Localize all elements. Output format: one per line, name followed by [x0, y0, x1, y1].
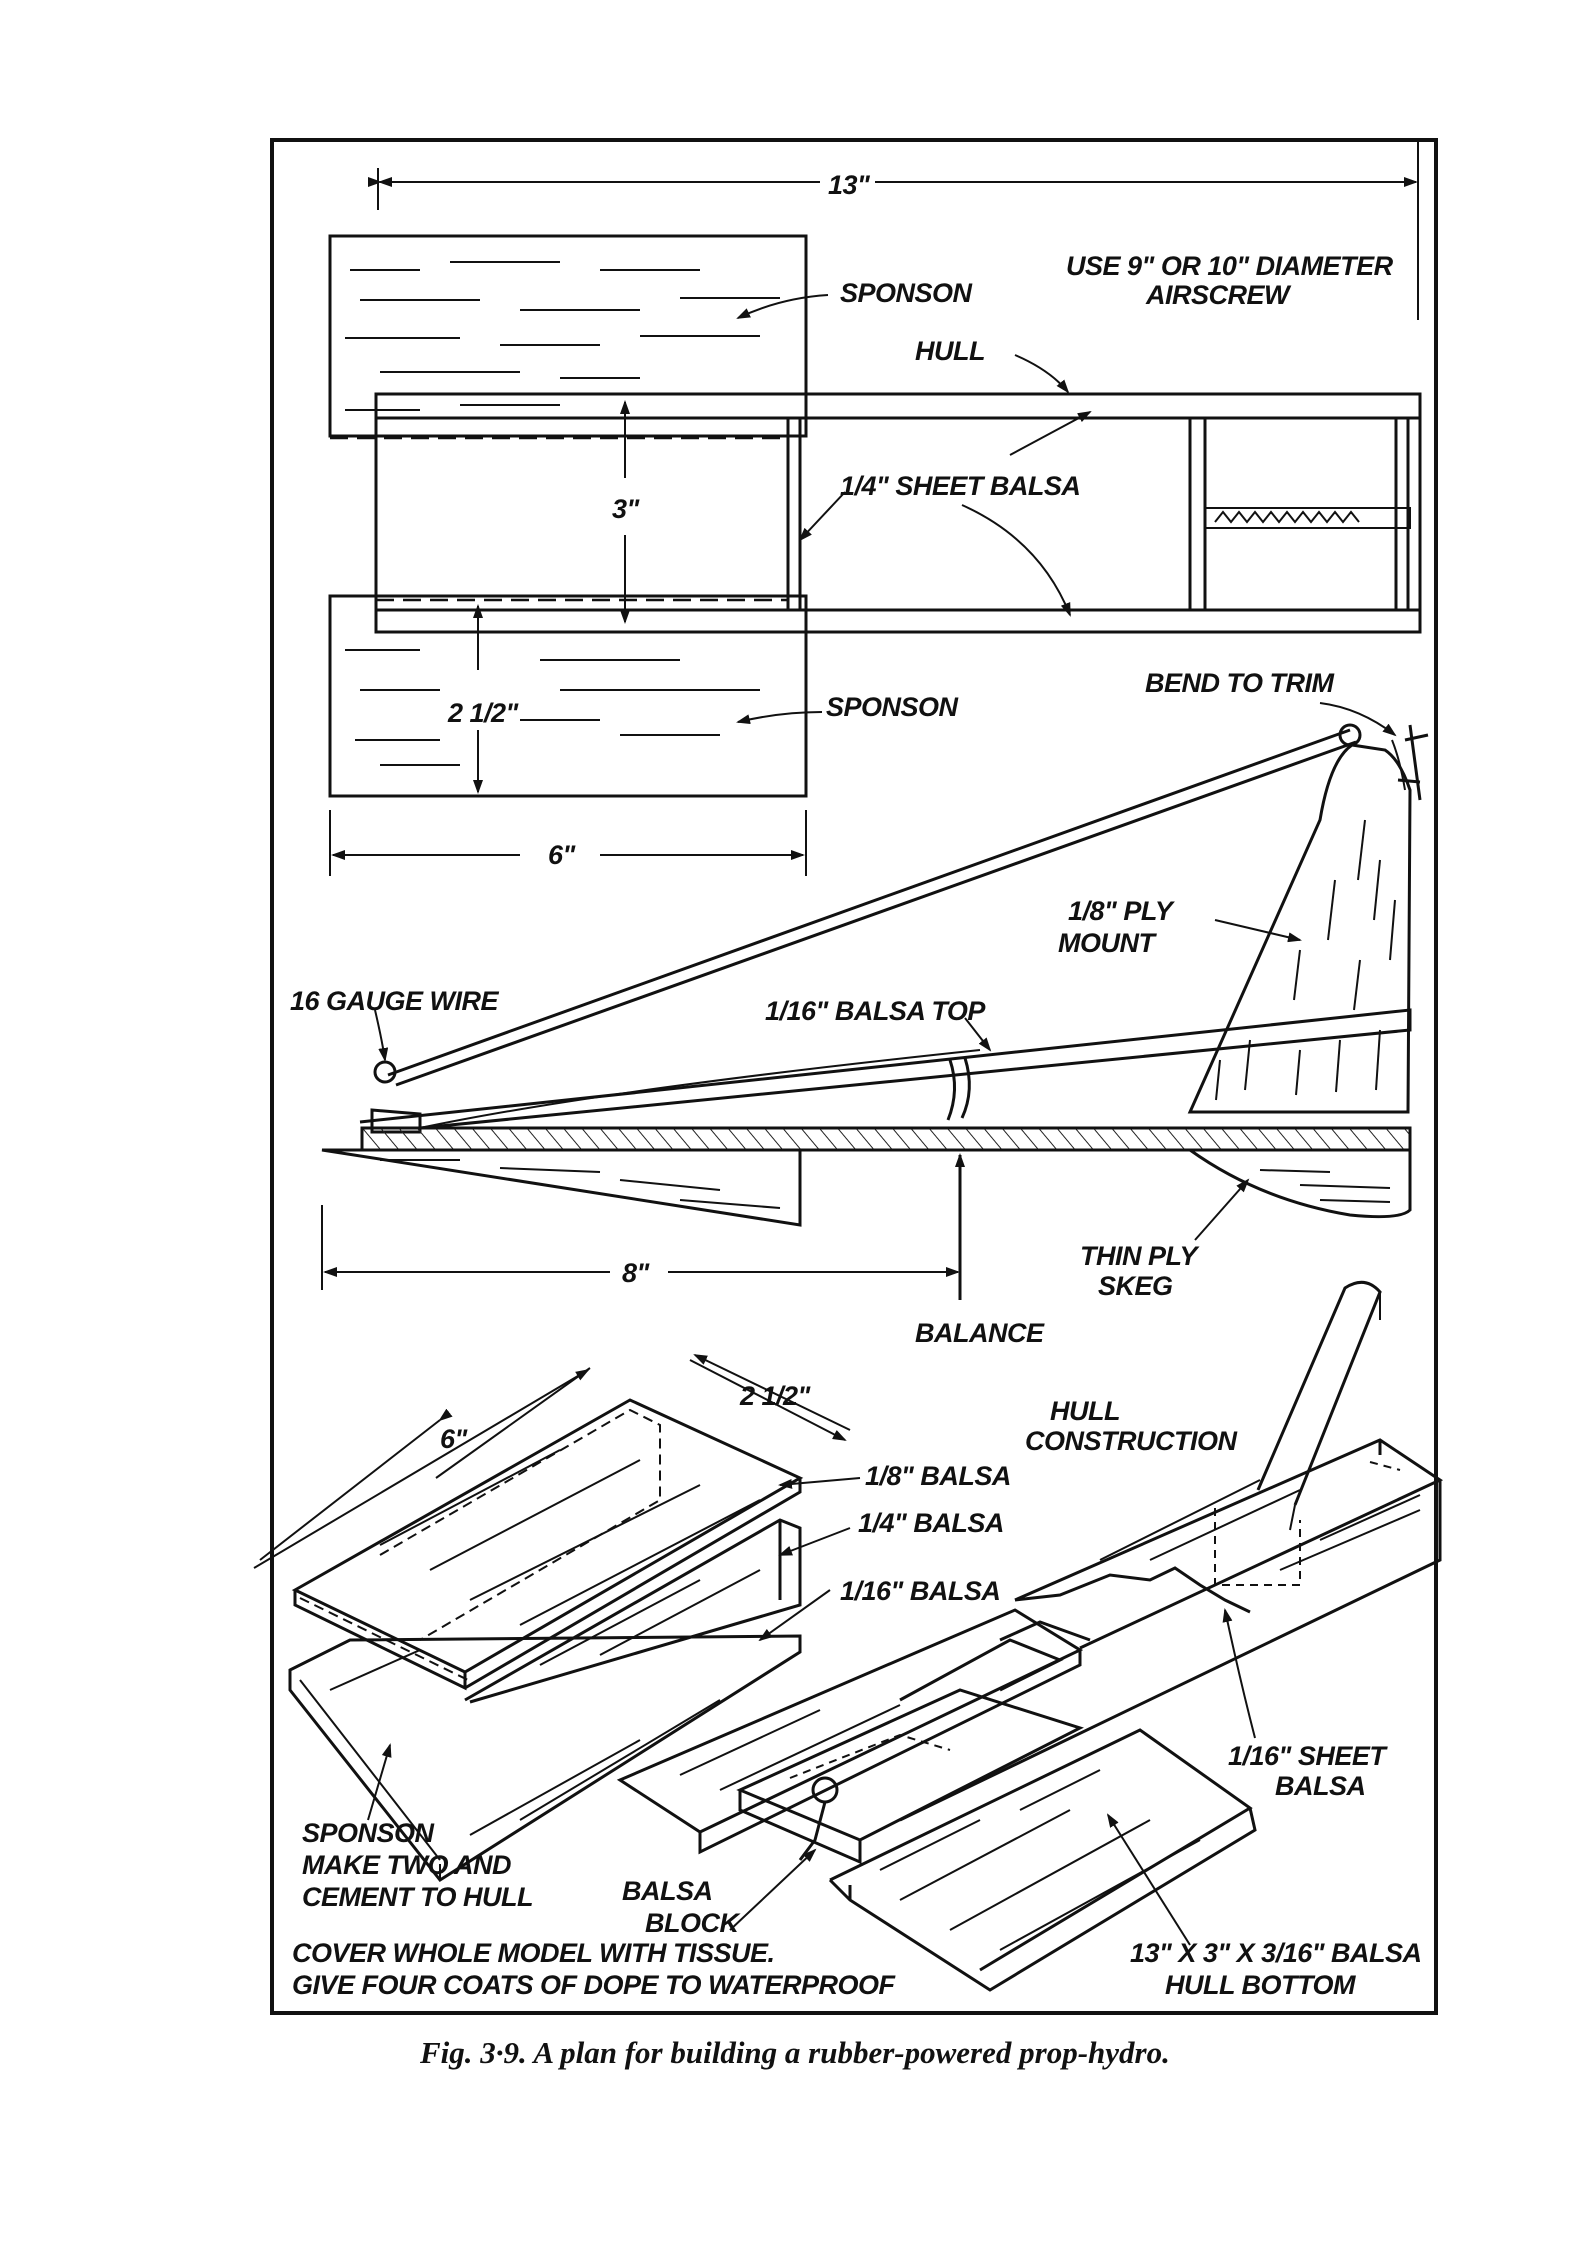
cover-note-line2: GIVE FOUR COATS OF DOPE TO WATERPROOF — [292, 1970, 897, 2000]
sponson-isometric — [253, 1354, 861, 1882]
sponson-top-label: SPONSON — [840, 278, 973, 308]
figure-frame — [270, 138, 1438, 2015]
sheet-balsa-label-line1: 1/16" SHEET — [1228, 1741, 1388, 1771]
ply-mount-label-line1: 1/8" PLY — [1068, 896, 1176, 926]
hull-bottom-label-line2: HULL BOTTOM — [1165, 1970, 1356, 2000]
airscrew-note-line2: AIRSCREW — [1145, 280, 1292, 310]
airscrew-note-line1: USE 9" OR 10" DIAMETER — [1066, 251, 1394, 281]
sponson-note-line1: SPONSON — [302, 1818, 435, 1848]
sponson-note-line3: CEMENT TO HULL — [302, 1882, 533, 1912]
balance-label: BALANCE — [915, 1318, 1045, 1348]
side-view-elevation — [321, 702, 1429, 1300]
bend-to-trim-label: BEND TO TRIM — [1145, 668, 1335, 698]
balsa-quarter-label: 1/4" BALSA — [858, 1508, 1004, 1538]
balsa-top-label: 1/16" BALSA TOP — [765, 996, 986, 1026]
balsa-eighth-label: 1/8" BALSA — [865, 1461, 1011, 1491]
iso-dim-6-label: 6" — [440, 1424, 469, 1454]
iso-dim-2-5-label: 2 1/2" — [739, 1381, 812, 1411]
hull-label: HULL — [915, 336, 985, 366]
balsa-sixteenth-label: 1/16" BALSA — [840, 1576, 1000, 1606]
top-view-plan — [328, 140, 1422, 876]
cover-note-line1: COVER WHOLE MODEL WITH TISSUE. — [292, 1938, 775, 1968]
dim-6-label: 6" — [548, 840, 577, 870]
skeg-label-line1: THIN PLY — [1080, 1241, 1200, 1271]
hull-bottom-label-line1: 13" X 3" X 3/16" BALSA — [1130, 1938, 1422, 1968]
ply-mount-label-line2: MOUNT — [1058, 928, 1157, 958]
figure-caption: Fig. 3·9. A plan for building a rubber-p… — [419, 2035, 1170, 2070]
sponson-note-line2: MAKE TWO AND — [302, 1850, 511, 1880]
dim-8-label: 8" — [622, 1258, 651, 1288]
skeg-label-line2: SKEG — [1098, 1271, 1173, 1301]
balsa-block-label-line1: BALSA — [622, 1876, 713, 1906]
hull-construction-label-line2: CONSTRUCTION — [1025, 1426, 1237, 1456]
dim-13-label: 13" — [828, 170, 871, 200]
balsa-block-label-line2: BLOCK — [645, 1908, 741, 1938]
hull-construction-label-line1: HULL — [1050, 1396, 1120, 1426]
sponson-bottom-label: SPONSON — [826, 692, 959, 722]
dim-3-label: 3" — [612, 494, 641, 524]
hull-construction-isometric — [616, 1280, 1444, 1992]
gauge-wire-label: 16 GAUGE WIRE — [290, 986, 500, 1016]
sheet-balsa-quarter-label: 1/4" SHEET BALSA — [840, 471, 1080, 501]
sheet-balsa-label-line2: BALSA — [1275, 1771, 1366, 1801]
dim-2-5-label: 2 1/2" — [447, 698, 520, 728]
